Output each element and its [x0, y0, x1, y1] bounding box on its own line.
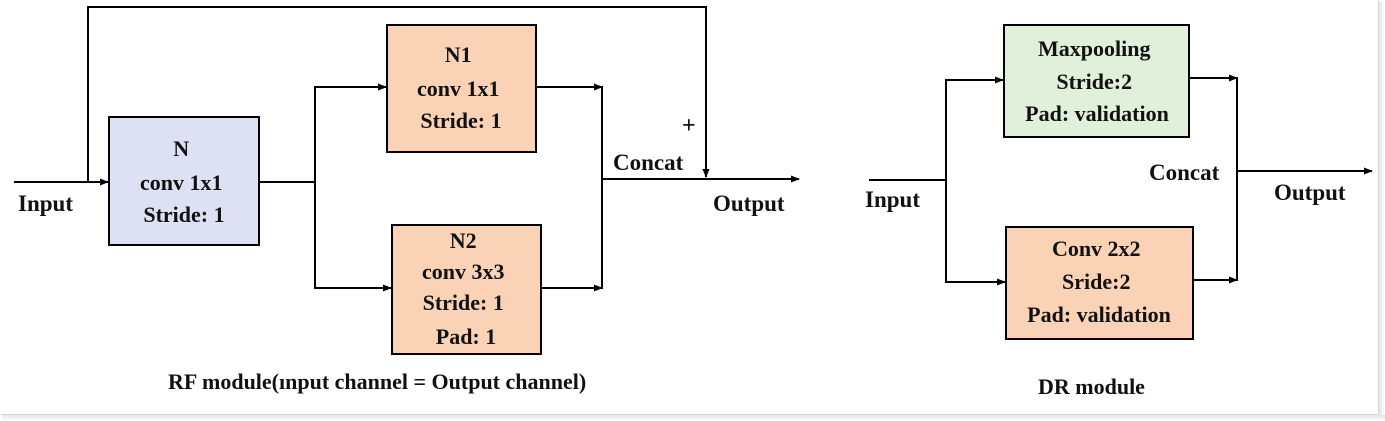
dr-module: Maxpooling Stride:2 Pad: validation Conv… — [865, 24, 1373, 399]
dr-box-conv-line: Sride:2 — [1062, 269, 1130, 294]
dr-box-maxpool-line: Stride:2 — [1056, 69, 1132, 94]
dr-caption: DR module — [1038, 374, 1145, 399]
rf-box-n-text: N conv 1x1 Stride: 1 — [140, 136, 228, 227]
dr-box-conv-line: Conv 2x2 — [1052, 236, 1141, 261]
rf-box-n1-line: Stride: 1 — [420, 108, 501, 133]
rf-box-n1-line: conv 1x1 — [417, 76, 500, 101]
rf-box-n1-line: N1 — [445, 42, 472, 67]
rf-output-label: Output — [713, 191, 785, 216]
rf-plus-label: + — [682, 113, 696, 139]
rf-box-n2-line: N2 — [450, 228, 477, 253]
dr-concat-label: Concat — [1149, 160, 1220, 185]
rf-box-n-line: conv 1x1 — [140, 170, 223, 195]
dr-box-maxpool-line: Pad: validation — [1025, 101, 1169, 126]
dr-box-conv-line: Pad: validation — [1027, 302, 1171, 327]
dr-box-maxpool-text: Maxpooling Stride:2 Pad: validation — [1025, 36, 1169, 126]
dr-box-conv-text: Conv 2x2 Sride:2 Pad: validation — [1027, 236, 1171, 327]
rf-box-n-line: Stride: 1 — [143, 202, 224, 227]
rf-box-n — [108, 116, 260, 246]
frame-shadow-bottom — [2, 415, 1385, 421]
frame-border-right — [1378, 0, 1379, 414]
frame-border-bottom — [0, 414, 1379, 415]
rf-concat-label: Concat — [613, 150, 684, 175]
dr-input-label: Input — [865, 187, 920, 212]
frame-shadow-right — [1379, 2, 1385, 421]
dr-output-label: Output — [1274, 180, 1346, 205]
dr-box-maxpool — [1003, 24, 1190, 138]
rf-box-n2 — [391, 224, 542, 355]
rf-box-n2-line: conv 3x3 — [422, 259, 505, 284]
rf-box-n2-line: Stride: 1 — [423, 290, 504, 315]
rf-skip-connection — [87, 6, 710, 182]
rf-box-n2-text: N2 conv 3x3 Stride: 1 Pad: 1 — [422, 228, 510, 349]
rf-box-n1-text: N1 conv 1x1 Stride: 1 — [417, 42, 505, 133]
rf-box-n2-line: Pad: 1 — [436, 324, 497, 349]
rf-caption: RF module(ınput channel = Output channel… — [168, 369, 586, 394]
rf-input-label: Input — [18, 191, 73, 216]
dr-box-conv — [1005, 226, 1194, 340]
dr-box-maxpool-line: Maxpooling — [1038, 36, 1150, 61]
rf-module: N conv 1x1 Stride: 1 N1 conv 1x1 Stride:… — [14, 6, 800, 394]
rf-box-n1 — [386, 24, 537, 153]
rf-box-n-line: N — [173, 136, 189, 161]
